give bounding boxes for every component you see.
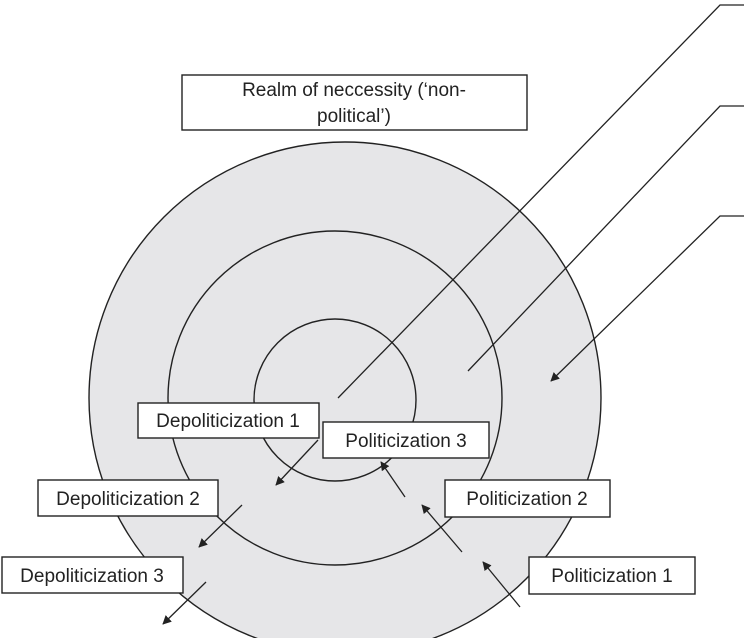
depoliticization-1-label: Depoliticization 1 bbox=[137, 402, 320, 439]
realm-label-line1: Realm of neccessity (‘non- bbox=[242, 80, 466, 101]
politicization-2-label: Politicization 2 bbox=[444, 479, 611, 518]
politicization-3-arrow bbox=[380, 461, 406, 498]
depoliticization-2-text: Depoliticization 2 bbox=[56, 489, 200, 510]
realm-of-necessity-label: Realm of neccessity (‘non- political’) bbox=[181, 74, 528, 131]
leader-line-outer bbox=[550, 215, 744, 382]
depoliticization-3-text: Depoliticization 3 bbox=[20, 566, 164, 587]
politicization-2-text: Politicization 2 bbox=[466, 489, 587, 510]
leader-line-middle bbox=[467, 105, 744, 372]
depoliticization-2-arrow bbox=[198, 504, 243, 548]
realm-label-line2: political’) bbox=[317, 106, 391, 127]
depoliticization-2-label: Depoliticization 2 bbox=[37, 479, 219, 517]
depoliticization-3-label: Depoliticization 3 bbox=[1, 556, 184, 594]
depoliticization-1-text: Depoliticization 1 bbox=[156, 411, 300, 432]
leader-line-inner bbox=[337, 4, 744, 399]
politicization-1-label: Politicization 1 bbox=[528, 556, 696, 595]
depoliticization-1-arrow bbox=[275, 439, 319, 486]
politicization-1-text: Politicization 1 bbox=[551, 566, 672, 587]
politicization-3-text: Politicization 3 bbox=[345, 431, 466, 452]
politicization-3-label: Politicization 3 bbox=[322, 421, 490, 459]
depoliticization-3-arrow bbox=[162, 581, 207, 625]
politicization-2-arrow bbox=[421, 504, 463, 553]
politicization-1-arrow bbox=[482, 561, 521, 608]
